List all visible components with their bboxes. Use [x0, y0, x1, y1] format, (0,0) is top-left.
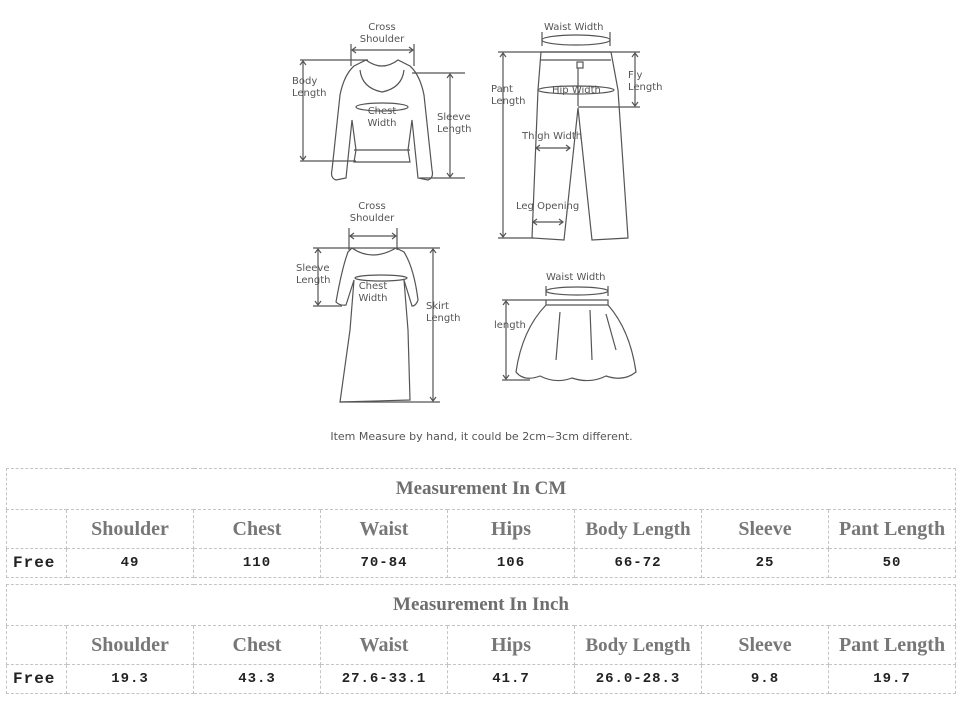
header-pant-length: Pant Length [828, 625, 956, 665]
header-row: Shoulder Chest Waist Hips Body Length Sl… [6, 625, 956, 665]
value-sleeve: 9.8 [701, 664, 829, 694]
size-label: Free [6, 548, 67, 578]
table-title: Measurement In Inch [6, 584, 956, 626]
skirt-illustration [502, 286, 637, 382]
header-hips: Hips [447, 509, 575, 549]
value-hips: 41.7 [447, 664, 575, 694]
pants-illustration [498, 32, 640, 241]
sweater-illustration [299, 44, 465, 181]
pants-hip-width-label: Hip Width [552, 85, 601, 96]
value-hips: 106 [447, 548, 575, 578]
header-cell [6, 509, 67, 549]
dress-illustration [313, 228, 440, 403]
value-waist: 27.6-33.1 [320, 664, 448, 694]
sweater-sleeve-length-label: Sleeve Length [437, 112, 472, 135]
value-shoulder: 49 [66, 548, 194, 578]
dress-cross-shoulder-label: Cross Shoulder [349, 201, 395, 224]
sweater-body-length-label: Body Length [292, 76, 327, 99]
sweater-chest-width-label: Chest Width [367, 106, 397, 129]
pants-thigh-width-label: Thigh Width [522, 131, 583, 142]
header-hips: Hips [447, 625, 575, 665]
value-body-length: 26.0-28.3 [574, 664, 702, 694]
value-waist: 70-84 [320, 548, 448, 578]
table-row: Free 49 110 70-84 106 66-72 25 50 [6, 548, 956, 578]
pants-waist-width-label: Waist Width [544, 22, 604, 33]
garment-illustrations [299, 32, 640, 403]
table-title: Measurement In CM [6, 468, 956, 510]
header-row: Shoulder Chest Waist Hips Body Length Sl… [6, 509, 956, 549]
value-chest: 43.3 [193, 664, 321, 694]
size-table-cm: Measurement In CM Shoulder Chest Waist H… [6, 468, 956, 578]
skirt-waist-width-label: Waist Width [546, 272, 606, 283]
skirt-length-label: length [494, 320, 526, 331]
header-waist: Waist [320, 625, 448, 665]
pants-leg-opening-label: Leg Opening [516, 201, 580, 212]
value-pant-length: 19.7 [828, 664, 956, 694]
value-shoulder: 19.3 [66, 664, 194, 694]
pants-fly-length-label: Fly Length [628, 70, 663, 93]
pants-pant-length-label: Pant Length [491, 84, 526, 107]
header-shoulder: Shoulder [66, 625, 194, 665]
measurement-diagram: Cross Shoulder Body Length Chest Width S… [292, 22, 663, 443]
header-cell [6, 625, 67, 665]
dress-sleeve-length-label: Sleeve Length [296, 263, 331, 286]
dress-chest-width-label: Chest Width [358, 281, 388, 304]
value-body-length: 66-72 [574, 548, 702, 578]
header-chest: Chest [193, 625, 321, 665]
size-label: Free [6, 664, 67, 694]
header-sleeve: Sleeve [701, 509, 829, 549]
header-pant-length: Pant Length [828, 509, 956, 549]
header-waist: Waist [320, 509, 448, 549]
header-shoulder: Shoulder [66, 509, 194, 549]
table-row: Free 19.3 43.3 27.6-33.1 41.7 26.0-28.3 … [6, 664, 956, 694]
measure-note: Item Measure by hand, it could be 2cm~3c… [330, 430, 633, 443]
header-sleeve: Sleeve [701, 625, 829, 665]
header-body-length: Body Length [574, 509, 702, 549]
size-table-inch: Measurement In Inch Shoulder Chest Waist… [6, 584, 956, 694]
value-sleeve: 25 [701, 548, 829, 578]
dress-skirt-length-label: Skirt Length [426, 301, 461, 324]
sweater-cross-shoulder-label: Cross Shoulder [359, 22, 405, 45]
header-body-length: Body Length [574, 625, 702, 665]
value-pant-length: 50 [828, 548, 956, 578]
header-chest: Chest [193, 509, 321, 549]
value-chest: 110 [193, 548, 321, 578]
